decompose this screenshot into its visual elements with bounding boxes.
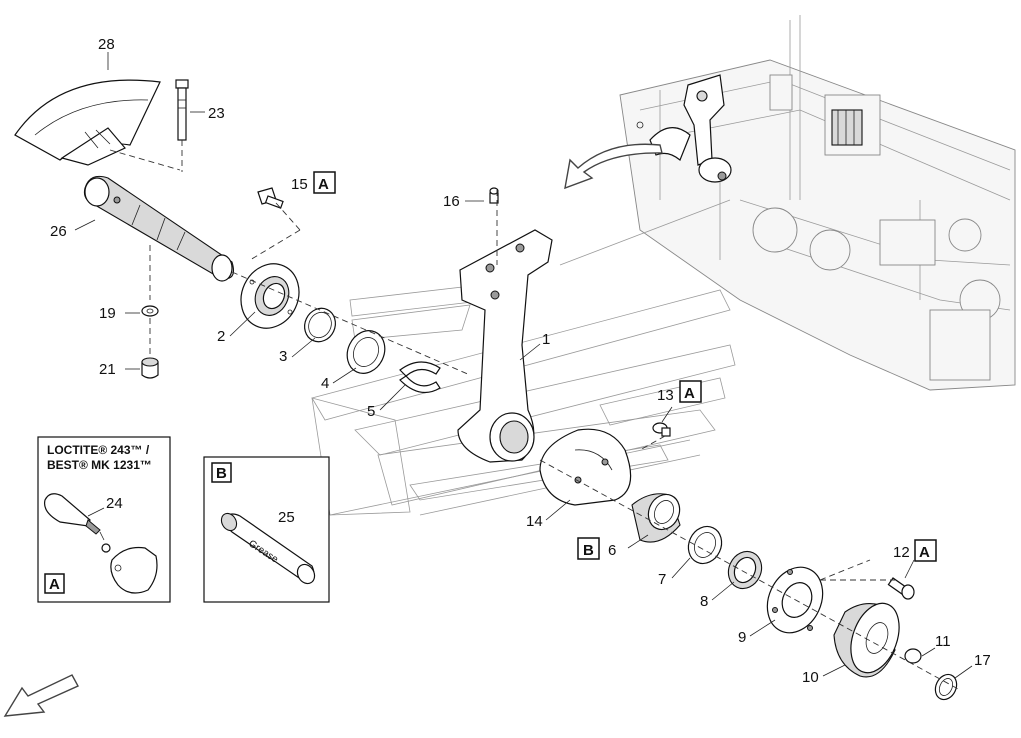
part-3-ring (304, 307, 336, 343)
part-2-flange (240, 263, 300, 329)
callout-17: 17 (974, 652, 991, 669)
part-15-screw (257, 187, 284, 209)
ref-box-a-part13: A (679, 380, 702, 403)
svg-text:B: B (583, 542, 594, 559)
part-4-ring (346, 330, 386, 374)
svg-text:A: A (684, 385, 695, 402)
callout-26: 26 (50, 223, 67, 240)
part-10-wheel (833, 602, 900, 678)
callout-19: 19 (99, 305, 116, 322)
assembly-centerlines (109, 140, 961, 691)
leader-lines (74, 52, 973, 679)
callout-4: 4 (321, 375, 329, 392)
callout-10: 10 (802, 669, 819, 686)
part-13-bolt (652, 422, 671, 437)
callout-2: 2 (217, 328, 225, 345)
callout-8: 8 (700, 593, 708, 610)
part-19-washer (141, 305, 159, 317)
callout-1: 1 (542, 331, 550, 348)
callout-24: 24 (106, 495, 123, 512)
callout-3: 3 (279, 348, 287, 365)
part-7-shim (687, 525, 723, 565)
part-6-bushing (631, 493, 681, 543)
svg-text:A: A (49, 576, 60, 593)
callout-23: 23 (208, 105, 225, 122)
part-8-lock-ring (727, 550, 763, 590)
part-21-cap (141, 357, 159, 379)
callout-14: 14 (526, 513, 543, 530)
callout-15: 15 (291, 176, 308, 193)
legend-a-line1: LOCTITE® 243™ / (47, 443, 150, 457)
callout-25: 25 (278, 509, 295, 526)
legend-b-grease: B Grease 25 (203, 456, 330, 603)
callout-6: 6 (608, 542, 616, 559)
callout-13: 13 (657, 387, 674, 404)
legend-a-line2: BEST® MK 1231™ (47, 458, 152, 472)
part-12-screw (887, 577, 915, 600)
ref-box-a-part15: A (313, 171, 336, 194)
callout-9: 9 (738, 629, 746, 646)
ref-box-a-part12: A (914, 539, 937, 562)
svg-text:B: B (216, 465, 227, 482)
part-14-guard (539, 428, 632, 506)
part-5-snap-ring (399, 361, 441, 394)
part-26-shaft (83, 175, 235, 282)
part-23-bolt (175, 79, 189, 141)
callout-16: 16 (443, 193, 460, 210)
legend-a-thread-locker: LOCTITE® 243™ / BEST® MK 1231™ 24 A (37, 436, 171, 603)
callout-5: 5 (367, 403, 375, 420)
direction-arrow-icon (3, 674, 79, 717)
callout-12: 12 (893, 544, 910, 561)
svg-text:A: A (318, 176, 329, 193)
part-11-key (904, 648, 922, 664)
callout-21: 21 (99, 361, 116, 378)
part-28-shield (14, 79, 161, 166)
part-1-arm (457, 190, 553, 463)
callout-labels: 28 23 26 15 16 19 21 2 3 4 5 1 13 14 6 7… (50, 36, 991, 686)
part-17-circlip (934, 673, 958, 701)
callout-28: 28 (98, 36, 115, 53)
ref-box-b-part6: B (577, 537, 600, 560)
part-16-grease-nipple (489, 187, 499, 204)
svg-text:A: A (919, 544, 930, 561)
callout-7: 7 (658, 571, 666, 588)
machine-frame-overview (564, 15, 1016, 391)
callout-11: 11 (935, 633, 951, 650)
